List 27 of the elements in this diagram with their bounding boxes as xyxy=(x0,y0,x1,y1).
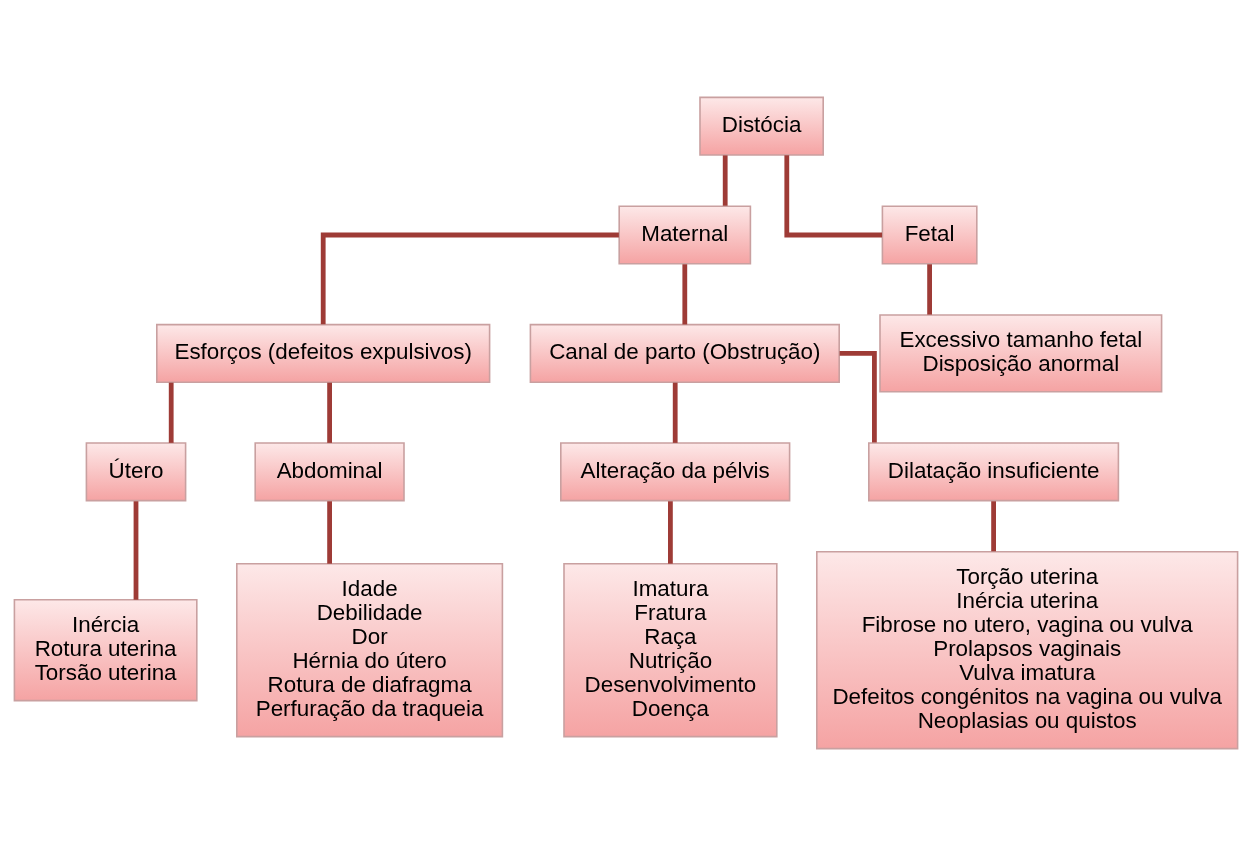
connector xyxy=(327,382,332,443)
connector xyxy=(722,155,728,206)
connector xyxy=(784,155,883,238)
node-box: Alteração da pélvis xyxy=(560,442,791,502)
connector xyxy=(927,264,932,315)
node-box: Maternal xyxy=(618,205,752,265)
connector xyxy=(839,351,877,443)
connector xyxy=(320,232,619,325)
connector xyxy=(672,382,678,443)
node-box: Inércia Rotura uterina Torsão uterina xyxy=(13,599,198,702)
connector xyxy=(991,501,996,552)
connector xyxy=(668,501,673,564)
node-box: Útero xyxy=(85,442,187,502)
connector xyxy=(133,501,139,600)
node-box: Distócia xyxy=(699,96,824,156)
connector xyxy=(682,264,688,325)
node-box: Excessivo tamanho fetal Disposição anormal xyxy=(879,314,1163,393)
node-box: Esforços (defeitos expulsivos) xyxy=(156,323,491,383)
node-box: Canal de parto (Obstrução) xyxy=(529,323,840,383)
node-box: Imatura Fratura Raça Nutrição Desenvolvimento Doença xyxy=(563,563,778,738)
node-box: Dilatação insuficiente xyxy=(868,442,1120,502)
node-box: Abdominal xyxy=(254,442,405,502)
node-box: Fetal xyxy=(881,205,978,265)
node-box: Idade Debilidade Dor Hérnia do útero Rotura de diafragma Perfuração da traqueia xyxy=(236,563,504,738)
node-box: Torção uterina Inércia uterina Fibrose no utero, vagina ou vulva Prolapsos vaginais Vulva imatura Defeitos congénitos na vagina ou vulva Neoplasias ou quistos xyxy=(816,551,1239,750)
connector xyxy=(327,501,332,564)
connector xyxy=(168,382,174,443)
